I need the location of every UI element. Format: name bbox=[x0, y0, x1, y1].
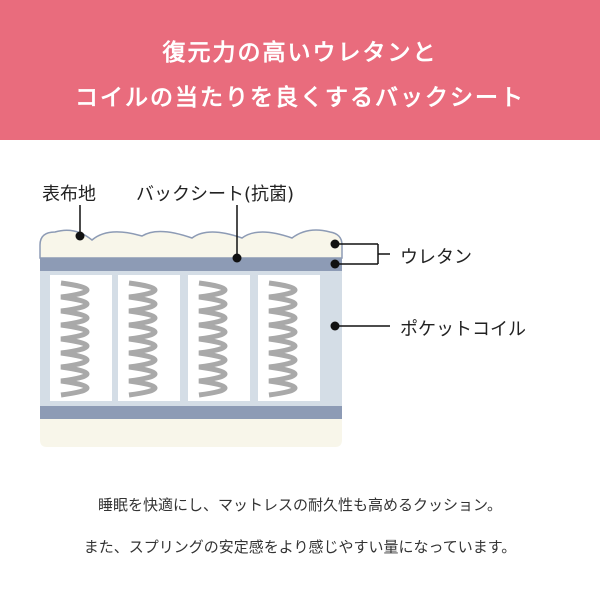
label-backsheet: バックシート(抗菌) bbox=[136, 184, 295, 205]
pocket-coils bbox=[50, 275, 320, 401]
description-line2: また、スプリングの安定感をより感じやすい量になっています。 bbox=[83, 538, 517, 556]
coil-spring bbox=[198, 280, 228, 398]
header-title-line1: 復元力の高いウレタンと bbox=[162, 40, 438, 66]
top-urethane-layer bbox=[39, 229, 343, 259]
bottom-urethane-layer bbox=[40, 419, 342, 447]
coil-pocket bbox=[118, 275, 180, 401]
label-fabric: 表布地 bbox=[42, 184, 96, 205]
coil-pocket bbox=[188, 275, 250, 401]
backsheet-marker-dot bbox=[232, 253, 242, 263]
header-title-line2: コイルの当たりを良くするバックシート bbox=[75, 85, 525, 111]
top-backsheet bbox=[40, 258, 342, 271]
leader-lines bbox=[79, 205, 390, 327]
bottom-backsheet bbox=[40, 406, 342, 419]
coil-spring bbox=[60, 280, 90, 398]
urethane-marker-dot bbox=[330, 239, 340, 249]
description-line1: 睡眠を快適にし、マットレスの耐久性も高めるクッション。 bbox=[97, 496, 503, 514]
pocket-coil-marker-dot bbox=[330, 321, 340, 331]
coil-spring bbox=[268, 280, 298, 398]
backsheet-side-marker-dot bbox=[330, 259, 340, 269]
header-banner: 復元力の高いウレタンと コイルの当たりを良くするバックシート bbox=[0, 0, 600, 140]
coil-pocket bbox=[50, 275, 112, 401]
label-pocket-coil: ポケットコイル bbox=[400, 319, 526, 340]
label-urethane: ウレタン bbox=[400, 247, 472, 268]
coil-spring bbox=[128, 280, 158, 398]
coil-pocket bbox=[258, 275, 320, 401]
fabric-marker-dot bbox=[75, 231, 85, 241]
